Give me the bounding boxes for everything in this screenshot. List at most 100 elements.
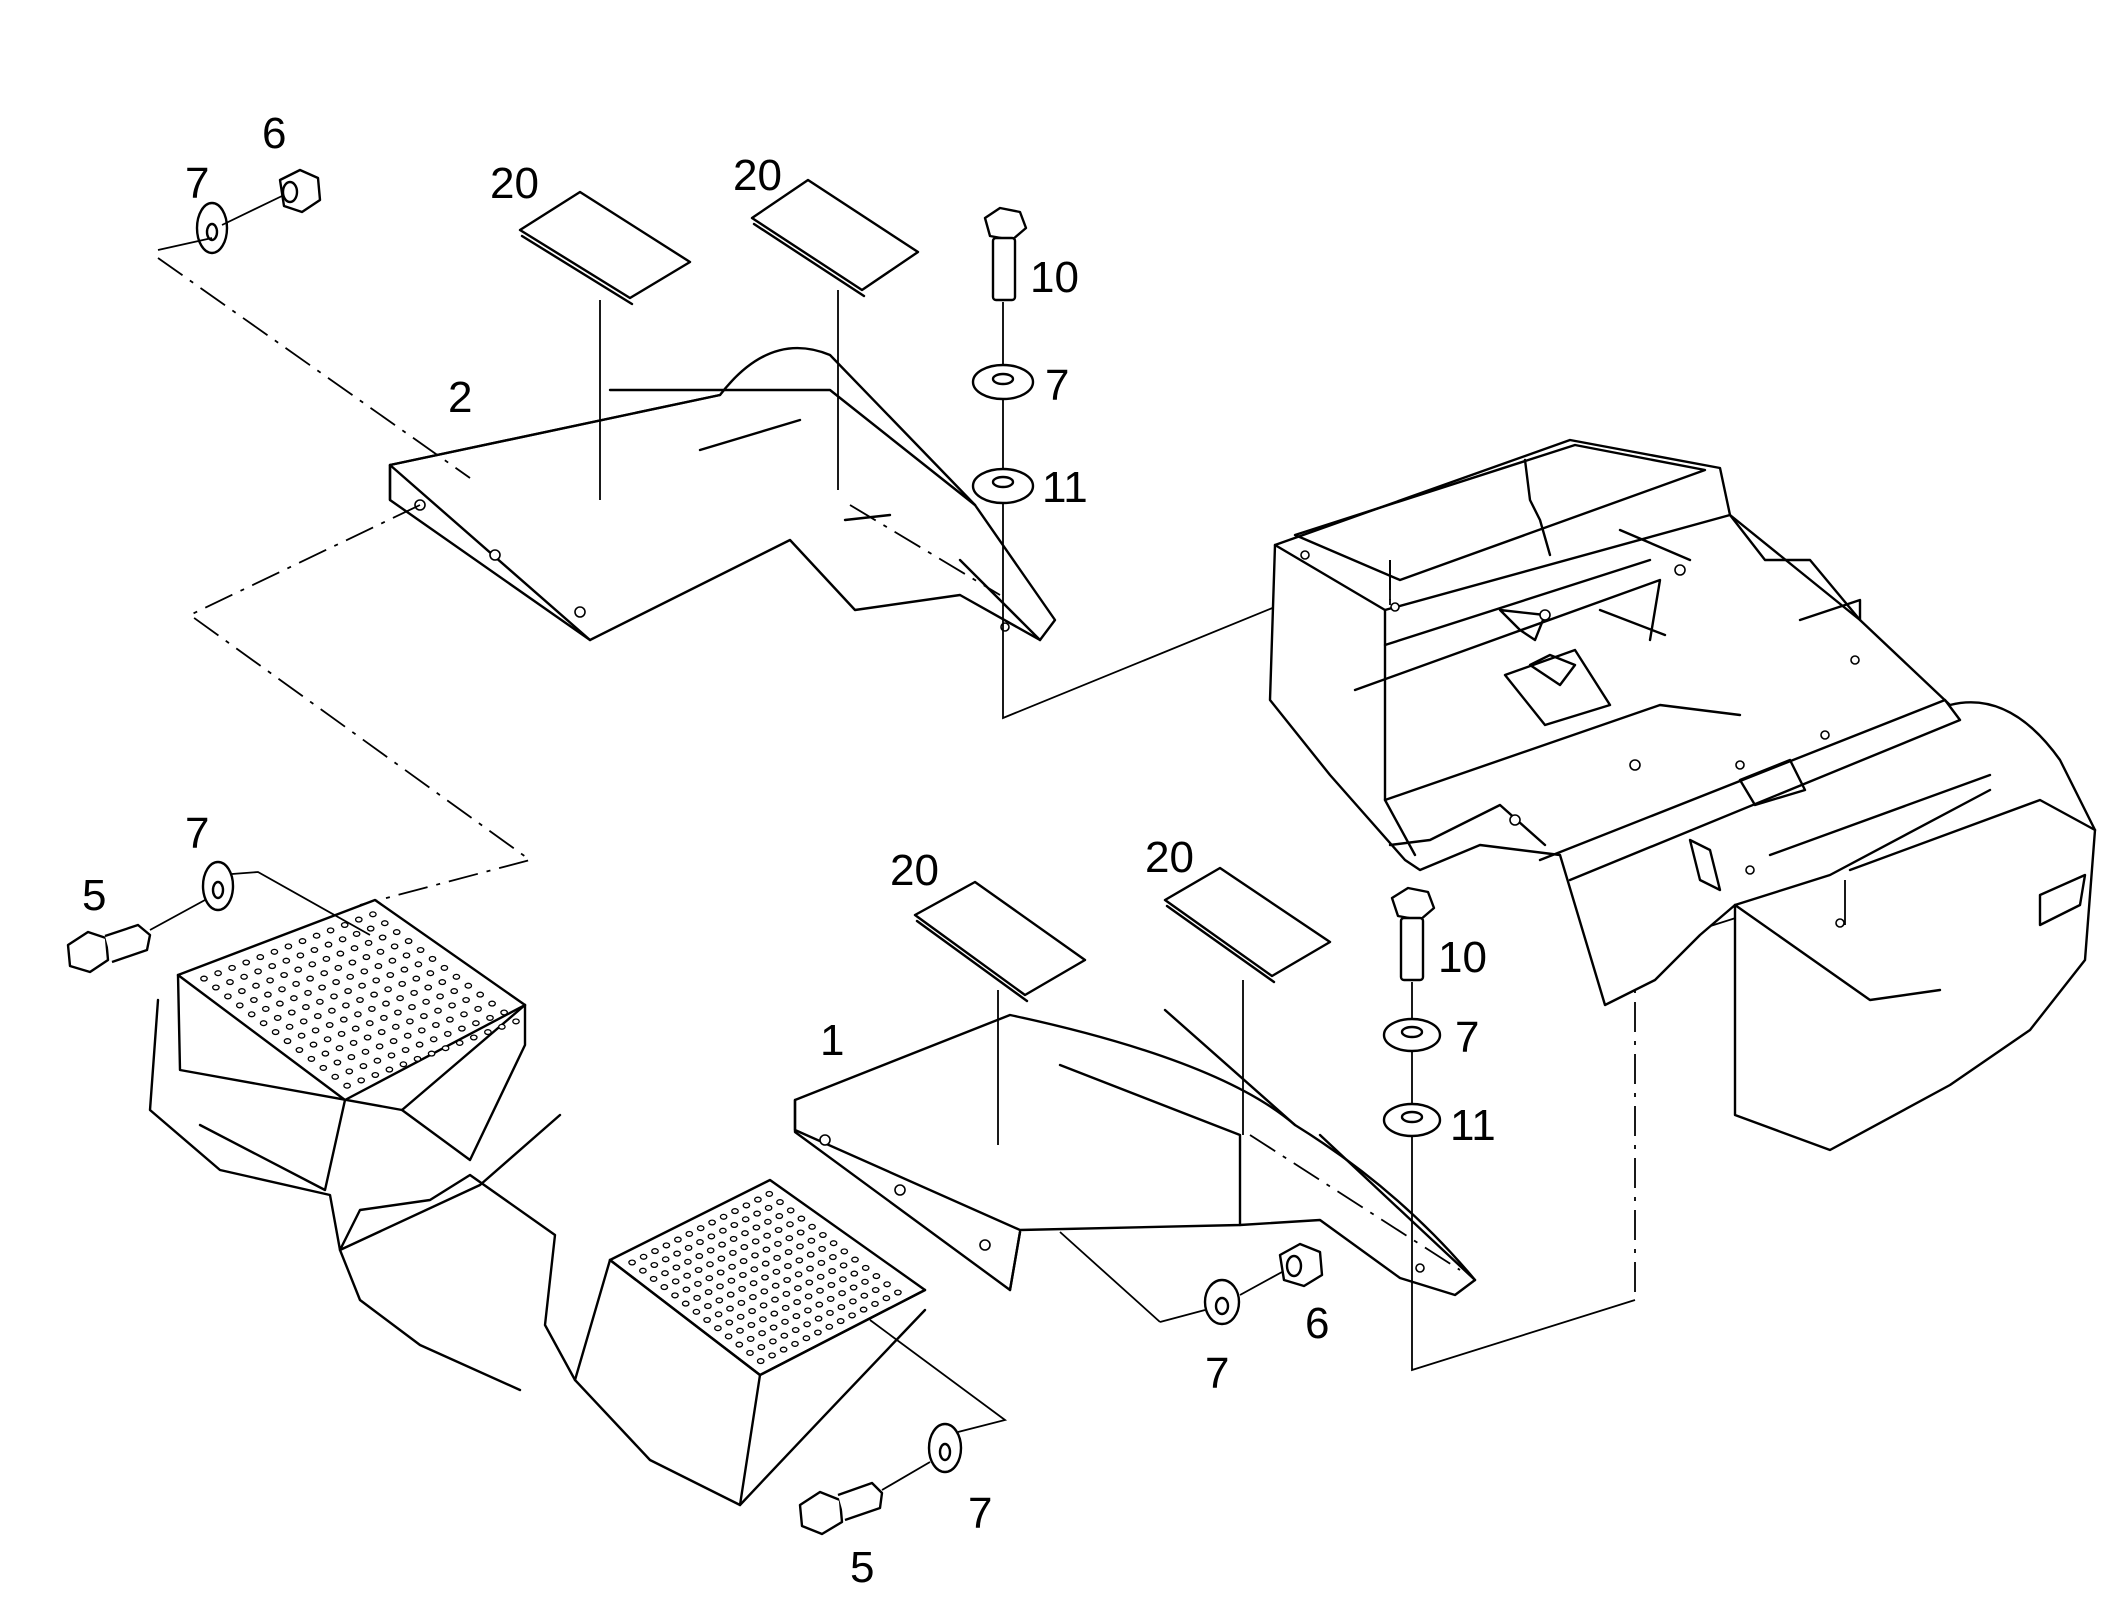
callout-pad-right-a: 20 — [890, 846, 939, 895]
perforation-hole — [374, 963, 383, 970]
perforation-hole — [422, 998, 430, 1005]
perforation-hole — [714, 1311, 723, 1318]
perforation-hole — [296, 952, 305, 959]
perforation-hole — [358, 982, 366, 989]
perforation-hole — [775, 1213, 784, 1220]
perforation-hole — [338, 936, 347, 943]
perforation-hole — [224, 993, 232, 1000]
perforation-hole — [746, 1335, 755, 1342]
perforation-hole — [782, 1290, 791, 1297]
leader-upper-bolt-to-frame — [1002, 559, 1391, 720]
perforation-hole — [354, 1011, 362, 1018]
perforation-hole — [685, 1230, 694, 1237]
perforation-hole — [373, 1057, 382, 1064]
perforation-hole — [861, 1264, 870, 1271]
perforation-hole — [706, 1247, 715, 1254]
perforation-hole — [369, 911, 377, 918]
perforation-hole — [794, 1285, 802, 1292]
perforation-hole — [628, 1259, 636, 1266]
perforation-hole — [440, 964, 449, 971]
perforation-hole — [292, 980, 300, 987]
perforation-hole — [302, 1004, 310, 1011]
perforation-hole — [803, 1321, 811, 1328]
callout-labels: 6 7 20 20 10 7 11 2 7 5 20 20 10 7 11 1 … — [82, 109, 1496, 1592]
nut-left — [278, 168, 322, 214]
perforation-hole — [414, 961, 423, 968]
perforation-hole — [276, 1000, 284, 1007]
perforation-hole — [304, 989, 312, 996]
perforation-hole — [684, 1244, 693, 1251]
perforation-hole — [319, 1064, 328, 1071]
perforation-hole — [464, 982, 473, 989]
perforation-hole — [254, 968, 262, 975]
perforation-hole — [815, 1301, 824, 1308]
pad-right-a — [913, 880, 1087, 1003]
axis-step-upper — [149, 871, 371, 936]
perforation-hole — [398, 980, 407, 987]
perforation-hole — [736, 1313, 745, 1320]
perforation-hole — [271, 1029, 280, 1036]
perforation-hole — [692, 1308, 701, 1315]
perforation-hole — [850, 1270, 859, 1277]
callout-pad-right-b: 20 — [1145, 833, 1194, 882]
perforation-hole — [738, 1285, 746, 1292]
perforation-hole — [396, 995, 404, 1002]
axis-right-nut — [1059, 1231, 1283, 1323]
perforation-hole — [849, 1284, 858, 1291]
perforation-hole — [417, 1027, 426, 1034]
centerline-left-fender — [188, 504, 533, 906]
perforation-hole — [717, 1255, 726, 1262]
perforation-hole — [671, 1278, 680, 1285]
perforation-hole — [776, 1199, 784, 1206]
callout-bolt-upper: 10 — [1030, 253, 1079, 302]
perforation-hole — [651, 1248, 659, 1255]
perforation-hole — [759, 1316, 767, 1323]
perforation-hole — [386, 971, 395, 979]
perforation-hole — [754, 1196, 762, 1203]
perforation-hole — [432, 1021, 440, 1029]
callout-fender-left: 2 — [448, 373, 472, 422]
perforation-hole — [333, 1059, 342, 1066]
fender-right — [793, 1008, 1477, 1297]
perforation-hole — [420, 1013, 428, 1020]
axis-left-nut — [157, 195, 283, 251]
rear-body-frame — [1268, 438, 2097, 1152]
perforation-hole — [694, 1280, 702, 1287]
perforation-hole — [871, 1286, 880, 1294]
perforation-hole — [780, 1332, 789, 1339]
perforation-hole — [342, 1002, 350, 1009]
perforation-hole — [469, 1034, 478, 1041]
perforation-hole — [672, 1264, 681, 1271]
washer-step-lower — [927, 1422, 963, 1474]
perforation-hole — [320, 970, 329, 977]
perforation-hole — [751, 1238, 760, 1245]
perforation-hole — [763, 1232, 771, 1239]
spacer-lower — [1382, 1102, 1442, 1138]
perforation-hole — [682, 1286, 691, 1293]
perforation-hole — [729, 1235, 738, 1242]
perforation-hole — [761, 1274, 769, 1281]
perforation-hole — [797, 1215, 806, 1222]
perforation-hole — [693, 1294, 701, 1301]
perforation-hole — [729, 1249, 737, 1256]
perforation-hole — [348, 959, 357, 966]
perforation-hole — [268, 963, 277, 970]
perforation-hole — [747, 1321, 756, 1329]
perforation-hole — [328, 1007, 336, 1014]
perforation-hole — [359, 1063, 368, 1070]
perforation-hole — [324, 941, 333, 948]
perforation-hole — [270, 948, 279, 955]
perforation-hole — [741, 1216, 750, 1223]
callout-washer-step-upper: 7 — [185, 809, 209, 858]
perforation-hole — [840, 1248, 849, 1255]
perforation-hole — [416, 946, 425, 954]
callout-washer-left-nut: 7 — [185, 159, 209, 208]
perforation-hole — [290, 995, 298, 1002]
perforation-hole — [283, 1038, 292, 1045]
perforation-hole — [703, 1316, 711, 1324]
perforation-hole — [387, 1052, 396, 1059]
perforation-hole — [285, 1023, 294, 1030]
perforation-hole — [498, 1023, 506, 1030]
callout-washer-upper-bolt: 7 — [1045, 361, 1069, 410]
perforation-hole — [377, 1029, 386, 1036]
